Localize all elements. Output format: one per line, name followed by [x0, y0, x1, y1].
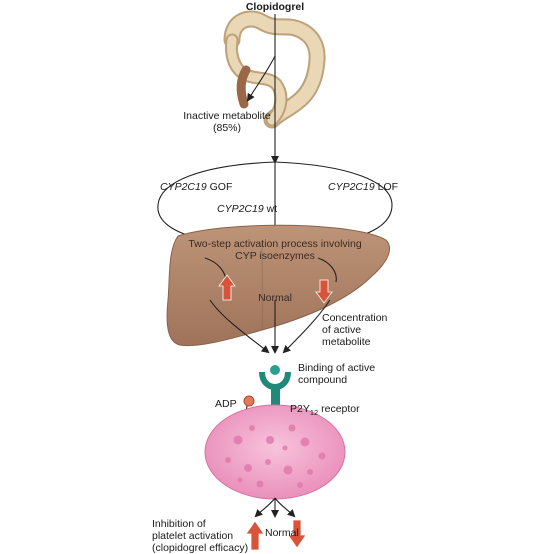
receptor-name: P2Y [290, 403, 310, 415]
wt-gene-name: CYP2C19 [217, 203, 264, 215]
gof-gene-name: CYP2C19 [160, 181, 207, 193]
title-clopidogrel: Clopidogrel [245, 1, 305, 13]
concentration-label: Concentration of active metabolite [322, 312, 388, 348]
lof-suffix: LOF [374, 181, 399, 193]
p2y12-receptor-icon [259, 365, 291, 416]
activation-process-label: Two-step activation process involving CY… [188, 238, 362, 262]
platelet-illustration [204, 404, 346, 500]
drug-flow-arrows [246, 14, 279, 164]
lof-gene-name: CYP2C19 [328, 181, 375, 193]
normal-platelet-label: Normal [265, 527, 299, 539]
receptor-subscript: 12 [309, 408, 319, 418]
liver-pathway-lines [204, 257, 337, 354]
cyp2c19-wt-label: CYP2C19 wt [217, 191, 277, 215]
inactive-metabolite-label: Inactive metabolite (85%) [183, 110, 271, 134]
increased-efficacy-icon [245, 520, 265, 550]
normal-liver-label: Normal [258, 292, 292, 304]
receptor-suffix: receptor [318, 403, 360, 415]
inhibition-label: Inhibition of platelet activation (clopi… [152, 518, 249, 554]
cyp2c19-gof-label: CYP2C19 GOF [160, 169, 232, 193]
gof-suffix: GOF [206, 181, 233, 193]
adp-label: ADP [215, 398, 237, 410]
decrease-concentration-icon [315, 279, 333, 304]
increase-concentration-icon [218, 274, 236, 301]
wt-suffix: wt [263, 203, 278, 215]
outcome-arrows [254, 497, 296, 518]
binding-label: Binding of active compound [298, 362, 376, 386]
receptor-label: P2Y12 receptor [290, 391, 360, 419]
intestine-illustration [223, 10, 326, 129]
decreased-efficacy-icon [287, 519, 307, 549]
cyp2c19-lof-label: CYP2C19 LOF [328, 169, 398, 193]
